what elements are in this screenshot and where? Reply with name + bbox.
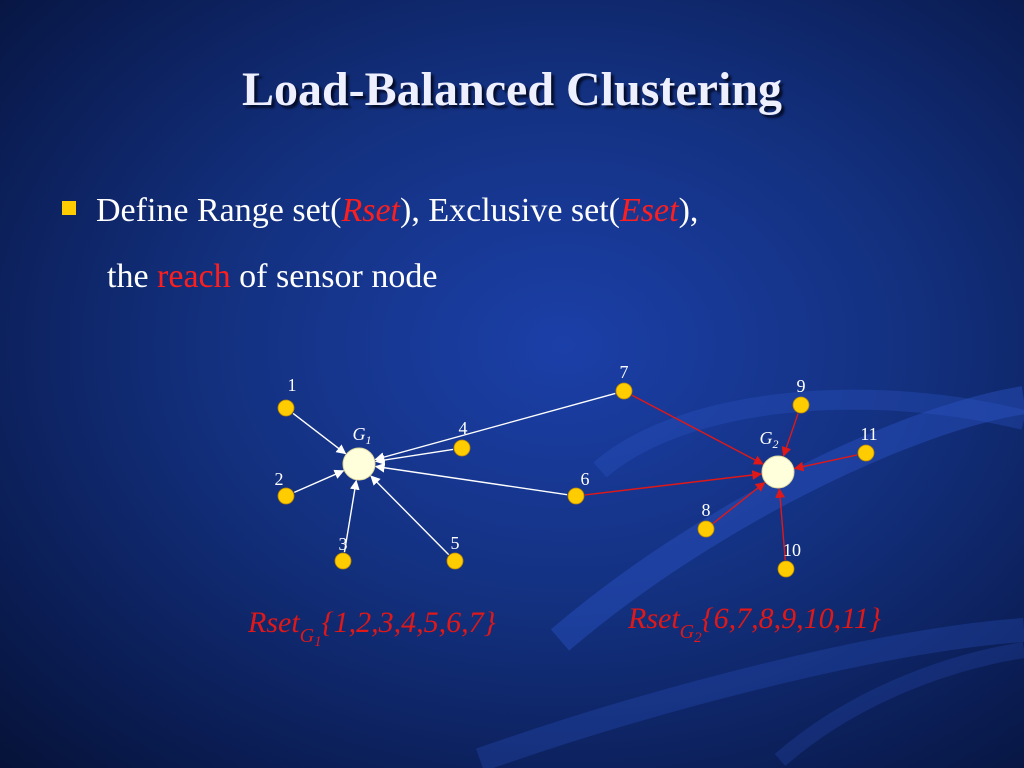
sensor-label-7: 7 [620,362,629,382]
cluster-head-g1 [342,447,376,481]
edge-n9-to-G2 [781,413,799,457]
rset-g1-sub-g: G [299,625,315,647]
sensor-label-11: 11 [860,424,877,444]
sensor-label-6: 6 [581,469,590,489]
reach-term: reach [157,258,231,295]
sensor-node-11 [857,444,875,462]
rset-g2-prefix: Rset [628,602,680,635]
sensor-node-8 [697,520,715,538]
sensor-label-9: 9 [797,376,806,396]
rset-g2-set: {6,7,8,9,10,11} [701,602,881,635]
bullet-text-2a: the [107,258,149,295]
edge-n11-to-G2 [793,454,858,472]
edge-n3-to-G1 [343,479,360,553]
sensor-node-5 [446,552,464,570]
rset-g2-label: RsetG2{6,7,8,9,10,11} [628,602,881,646]
edge-n6-to-G1 [374,462,568,496]
bullet-square-icon [62,201,76,215]
sensor-node-6 [567,487,585,505]
rset-g1-set: {1,2,3,4,5,6,7} [321,606,496,639]
sensor-label-1: 1 [288,375,297,395]
edge-n8-to-G2 [712,481,766,524]
sensor-label-10: 10 [783,540,801,560]
bullet-line-2: the reach of sensor node [107,258,437,296]
sensor-node-9 [792,396,810,414]
bullet-text-2b: of sensor node [239,258,438,295]
edge-n2-to-G1 [293,469,345,494]
edge-n6-to-G2 [584,470,763,496]
edge-n4-to-G1 [374,448,454,465]
sensor-node-4 [453,439,471,457]
edge-n1-to-G1 [292,412,347,455]
cluster-head-label-g1: G1 [353,424,372,447]
bullet-line-1: Define Range set(Rset), Exclusive set(Es… [62,192,698,230]
cluster-head-g2 [761,455,795,489]
sensor-node-10 [777,560,795,578]
rset-g1-prefix: Rset [248,606,300,639]
cluster-head-label-g2: G2 [760,428,779,451]
slide-title: Load-Balanced Clustering [241,63,783,116]
rset-g2-sub-n: 2 [694,630,702,646]
sensor-node-2 [277,487,295,505]
bullet-text-1c: ), [678,192,699,229]
eset-term: Eset [620,192,679,229]
sensor-label-5: 5 [451,533,460,553]
rset-term: Rset [341,192,401,229]
rset-g1-label: RsetG1{1,2,3,4,5,6,7} [248,606,496,650]
sensor-node-3 [334,552,352,570]
bullet-text-1b: ), Exclusive set( [400,192,621,229]
sensor-label-4: 4 [459,418,468,438]
edge-n7-to-G1 [374,392,616,462]
sensor-label-8: 8 [702,500,711,520]
sensor-node-1 [277,399,295,417]
rset-g1-sub-n: 1 [314,634,322,650]
edge-n10-to-G2 [775,487,786,561]
edge-n5-to-G1 [370,475,450,556]
rset-g2-sub-g: G [679,621,695,643]
edge-n7-to-G2 [631,394,764,465]
sensor-node-7 [615,382,633,400]
sensor-label-2: 2 [275,469,284,489]
sensor-label-3: 3 [339,534,348,554]
bullet-text-1a: Define Range set( [96,192,342,229]
